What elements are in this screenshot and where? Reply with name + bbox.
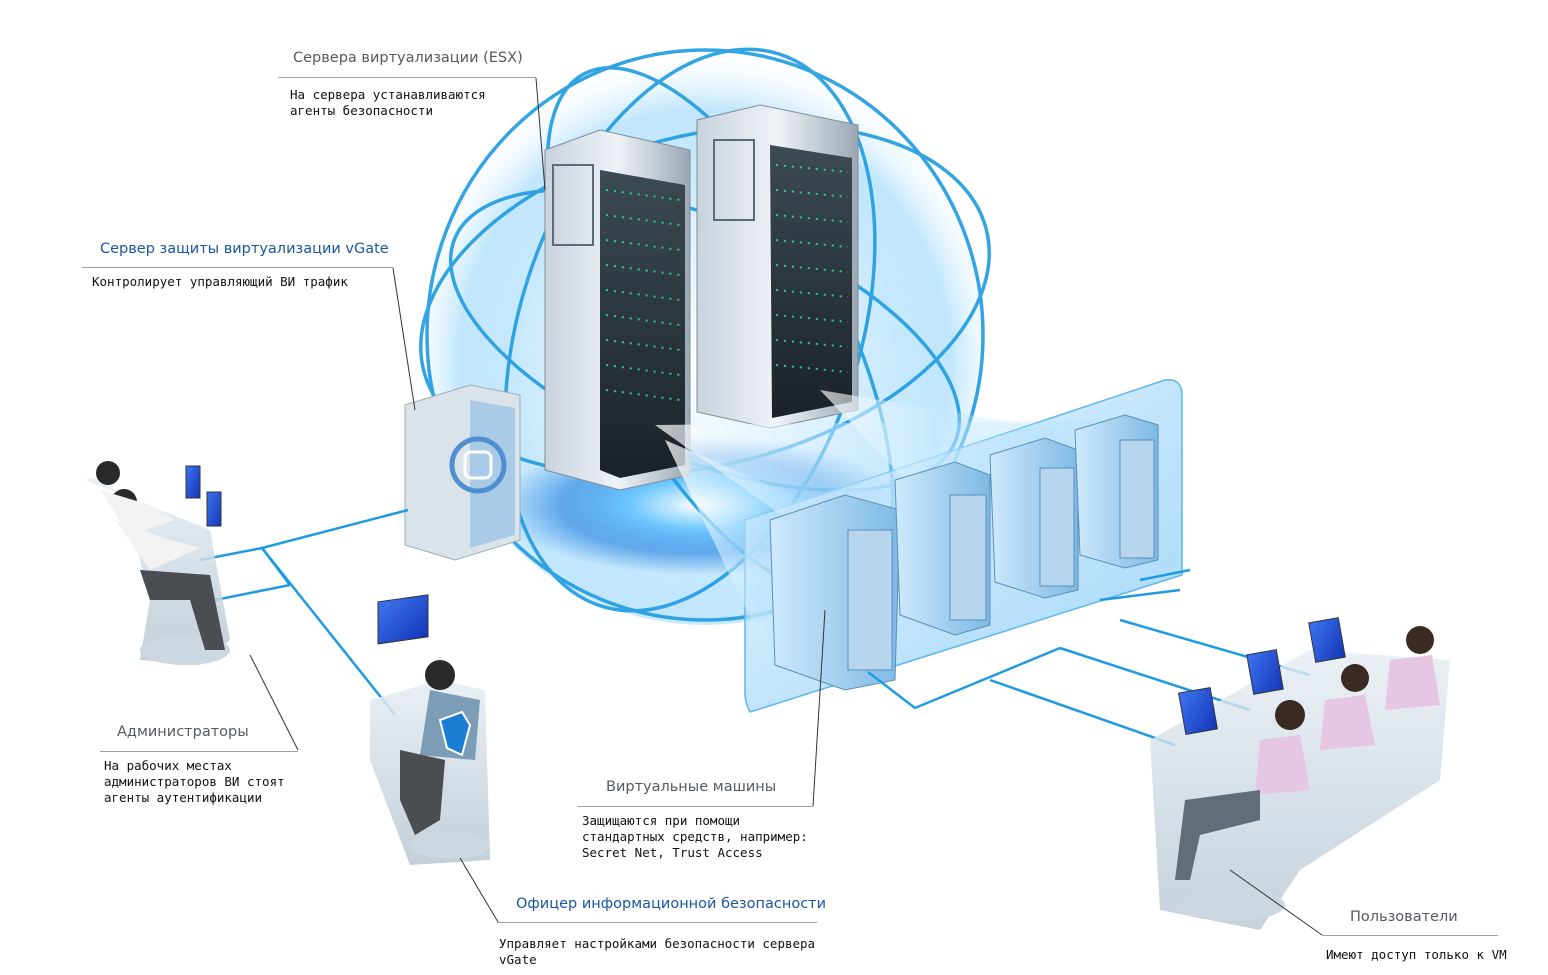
vms-desc-line-3: Secret Net, Trust Access	[582, 845, 818, 861]
admin-workstations	[85, 461, 230, 665]
admins-desc-line-1: На рабочих местах	[104, 758, 300, 774]
security-officer-label: Офицер информационной безопасности Управ…	[497, 896, 837, 912]
vgate-server-label: Сервер защиты виртуализации vGate Контро…	[82, 241, 392, 257]
admins-desc: На рабочих местах администраторов ВИ сто…	[104, 758, 300, 806]
users-label: Пользователи Имеют доступ только к VM	[1322, 909, 1522, 925]
vm-tower-4	[1075, 415, 1158, 568]
security-officer-title: Офицер информационной безопасности	[497, 896, 837, 912]
admins-divider	[100, 751, 298, 752]
virtual-machines-divider	[578, 806, 813, 807]
vms-desc-line-1: Защищаются при помощи	[582, 813, 818, 829]
security-officer-workstation	[370, 595, 490, 865]
vgate-server-divider	[82, 267, 393, 268]
vm-tower-3	[990, 438, 1078, 598]
admins-label: Администраторы На рабочих местах админис…	[100, 724, 300, 740]
esx-servers-desc: На сервера устанавливаются агенты безопа…	[290, 87, 530, 119]
esx-rack-left	[545, 130, 690, 490]
vgate-server-desc: Контролирует управляющий ВИ трафик	[92, 274, 392, 290]
virtual-machines-title: Виртуальные машины	[578, 779, 818, 795]
esx-servers-title: Сервера виртуализации (ESX)	[278, 50, 538, 66]
esx-desc-line-1: На сервера устанавливаются	[290, 87, 530, 103]
esx-servers-label: Сервера виртуализации (ESX) На сервера у…	[278, 50, 538, 66]
virtual-machines-desc: Защищаются при помощи стандартных средст…	[582, 813, 818, 861]
vms-desc-line-2: стандартных средств, например:	[582, 829, 818, 845]
esx-servers-divider	[278, 77, 536, 78]
users-desc: Имеют доступ только к VM	[1326, 947, 1522, 963]
vm-tower-1	[770, 495, 900, 690]
user-workstations	[1150, 618, 1450, 930]
vgate-server	[405, 385, 520, 560]
users-title: Пользователи	[1322, 909, 1522, 925]
vm-tower-2	[895, 462, 990, 635]
admins-title: Администраторы	[100, 724, 300, 740]
virtual-machines-label: Виртуальные машины Защищаются при помощи…	[578, 779, 818, 795]
security-officer-divider	[497, 922, 817, 923]
esx-rack-right	[697, 105, 858, 428]
vgate-server-title: Сервер защиты виртуализации vGate	[82, 241, 392, 257]
admins-desc-line-2: администраторов ВИ стоят	[104, 774, 300, 790]
esx-desc-line-2: агенты безопасности	[290, 103, 530, 119]
users-desc-line-1: Имеют доступ только к VM	[1326, 947, 1522, 963]
admins-desc-line-3: агенты аутентификации	[104, 790, 300, 806]
officer-desc-line-2: vGate	[499, 952, 839, 968]
officer-desc-line-1: Управляет настройками безопасности серве…	[499, 936, 839, 952]
vgate-desc-line-1: Контролирует управляющий ВИ трафик	[92, 274, 392, 290]
security-officer-desc: Управляет настройками безопасности серве…	[499, 936, 839, 968]
users-divider	[1322, 935, 1498, 936]
